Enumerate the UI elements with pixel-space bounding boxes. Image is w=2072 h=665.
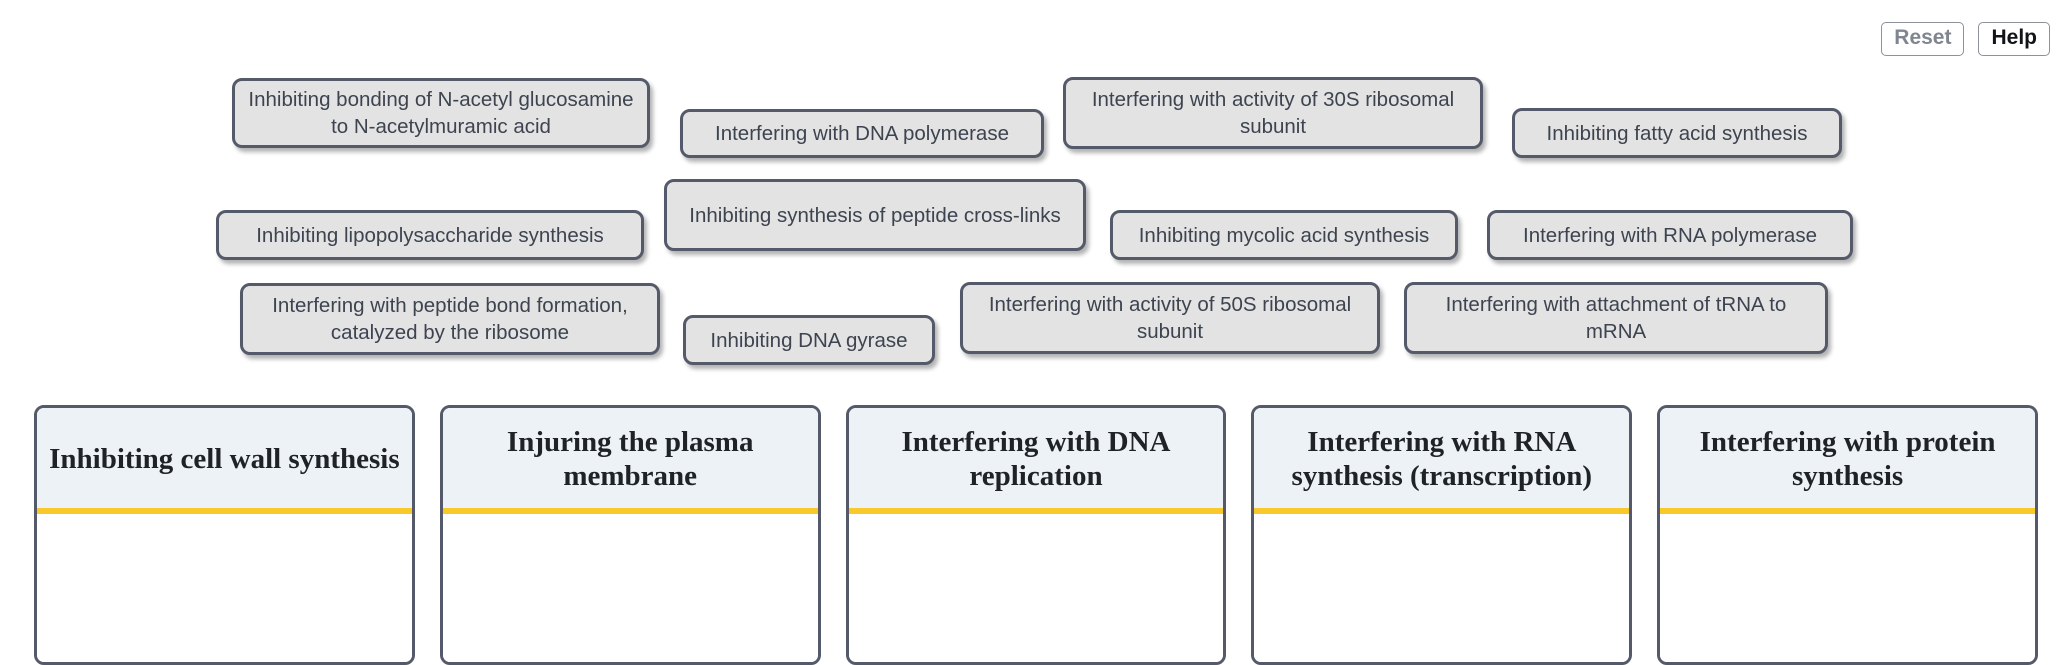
reset-button[interactable]: Reset [1881,22,1965,57]
drop-column-body[interactable] [1660,514,2035,662]
drag-and-drop-exercise: Reset Help Inhibiting bonding of N-acety… [34,22,2050,665]
draggable-tile[interactable]: Inhibiting synthesis of peptide cross-li… [664,179,1086,251]
toolbar: Reset Help [1881,22,2050,57]
drop-column[interactable]: Inhibiting cell wall synthesis [34,405,415,665]
tile-label: Interfering with DNA polymerase [715,122,1009,145]
draggable-tile[interactable]: Inhibiting lipopolysaccharide synthesis [216,210,644,260]
tile-label: Inhibiting DNA gyrase [710,328,908,352]
tile-label: Interfering with attachment of tRNA to m… [1445,293,1787,343]
drop-columns: Inhibiting cell wall synthesis Injuring t… [34,405,2038,665]
tile-label: Inhibiting synthesis of peptide cross-li… [689,203,1061,227]
drop-column-body[interactable] [848,514,1224,662]
draggable-tile[interactable]: Inhibiting mycolic acid synthesis [1110,210,1458,260]
drop-column-title: Inhibiting cell wall synthesis [37,408,412,514]
draggable-tile[interactable]: Interfering with DNA polymerase [680,109,1044,158]
draggable-tile[interactable]: Inhibiting fatty acid synthesis [1512,108,1842,158]
drop-column-title: Interfering with DNA replication [848,408,1224,514]
draggable-tile[interactable]: Interfering with attachment of tRNA to m… [1404,282,1828,354]
drop-column-body[interactable] [1254,514,1630,662]
draggable-tile[interactable]: Inhibiting bonding of N-acetyl glucosami… [232,78,650,148]
draggable-tile[interactable]: Interfering with activity of 50S ribosom… [960,282,1380,354]
tile-label: Interfering with RNA polymerase [1523,223,1817,247]
tile-label: Interfering with activity of 50S ribosom… [988,293,1352,343]
drop-column[interactable]: Interfering with protein synthesis [1657,405,2038,665]
draggable-tile[interactable]: Interfering with peptide bond formation,… [240,283,660,355]
draggable-tile[interactable]: Interfering with activity of 30S ribosom… [1063,77,1483,149]
tile-label: Interfering with activity of 30S ribosom… [1091,88,1455,138]
draggable-tile[interactable]: Inhibiting DNA gyrase [683,315,935,365]
tile-label: Inhibiting fatty acid synthesis [1546,121,1808,145]
drop-column[interactable]: Interfering with RNA synthesis (transcri… [1251,405,1633,665]
drop-column-title: Interfering with RNA synthesis (transcri… [1254,408,1630,514]
help-button[interactable]: Help [1978,22,2050,57]
draggable-tile[interactable]: Interfering with RNA polymerase [1487,210,1853,260]
drop-column-title: Interfering with protein synthesis [1660,408,2035,514]
drop-column-body[interactable] [37,514,412,662]
tile-label: Inhibiting lipopolysaccharide synthesis [256,223,604,247]
drop-column-body[interactable] [442,514,818,662]
tile-label: Interfering with peptide bond formation,… [272,294,628,344]
drop-column[interactable]: Injuring the plasma membrane [439,405,821,665]
tile-label: Inhibiting mycolic acid synthesis [1138,223,1430,247]
drop-column-title: Injuring the plasma membrane [442,408,818,514]
tile-label: Inhibiting bonding of N-acetyl glucosami… [248,88,634,138]
drop-column[interactable]: Interfering with DNA replication [845,405,1227,665]
